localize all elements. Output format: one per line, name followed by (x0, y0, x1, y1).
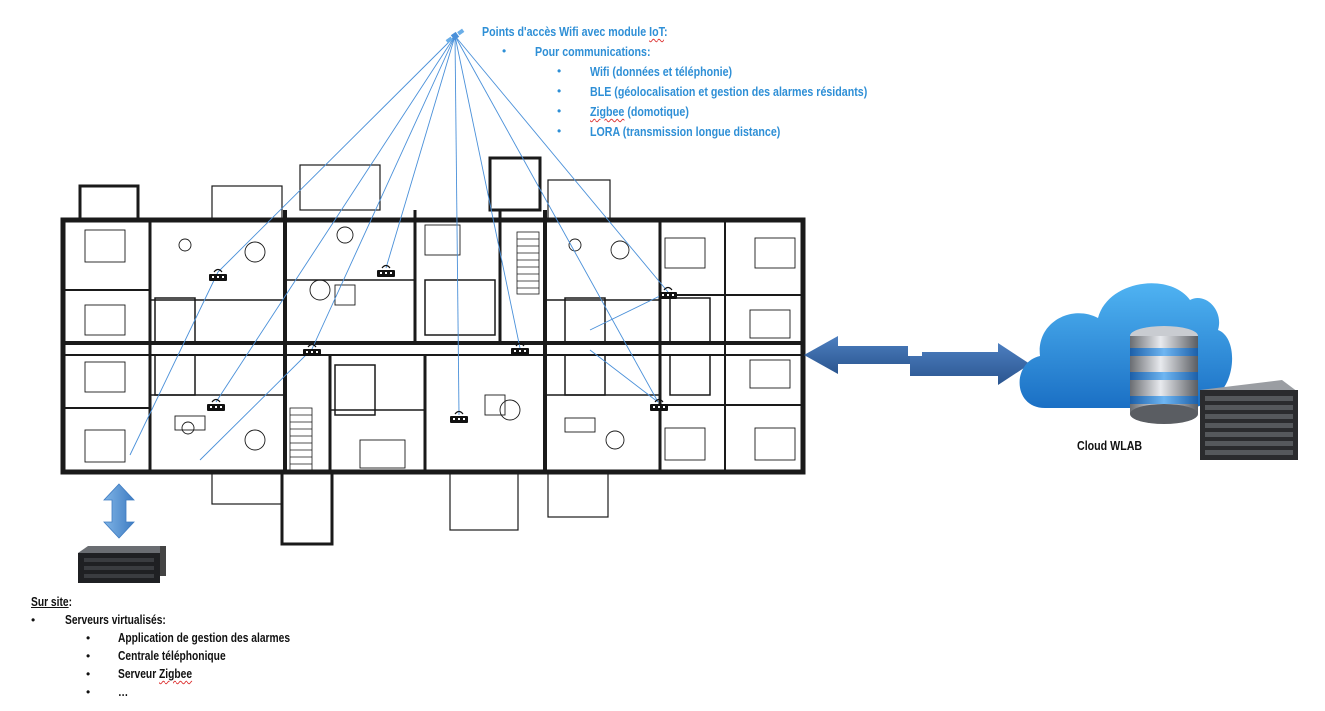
balcony (449, 471, 519, 531)
onsite-item-text: … (118, 685, 129, 699)
balcony (547, 471, 609, 518)
bullet-icon: • (557, 84, 562, 98)
balcony (488, 156, 542, 212)
building-floor-plan (60, 156, 806, 546)
database-icon (1130, 326, 1198, 424)
bullet-icon: • (502, 44, 507, 58)
onsite-title: Sur site: (31, 595, 72, 609)
protocol-name: Wifi (590, 64, 610, 79)
onsite-item-text: Centrale téléphonique (118, 649, 226, 663)
wifi-heading-iot: IoT (649, 24, 664, 39)
bullet-icon: • (31, 613, 36, 627)
server-icon (78, 546, 166, 583)
balcony (78, 184, 140, 222)
bullet-icon: • (86, 685, 91, 699)
server-rack-icon (1200, 380, 1298, 460)
onsite-item-text: Serveur (118, 667, 160, 681)
communications-label: Pour communications: (535, 44, 651, 59)
double-arrow-to-cloud (804, 336, 1030, 385)
wifi-router-icon (207, 264, 677, 423)
wifi-heading-colon: : (663, 24, 668, 39)
protocol-description: (données et téléphonie) (609, 64, 733, 79)
building-outer-wall (60, 217, 806, 475)
onsite-server-item: Serveur Zigbee (118, 667, 192, 681)
bullet-icon: • (86, 667, 91, 681)
bullet-icon: • (557, 64, 562, 78)
onsite-server-item: … (118, 685, 128, 699)
wifi-signal-lines (129, 35, 669, 461)
onsite-server-item: Centrale téléphonique (118, 649, 226, 663)
bullet-icon: • (86, 631, 91, 645)
balcony (211, 185, 283, 221)
onsite-item-text: Application de gestion des alarmes (118, 631, 291, 645)
balcony (299, 164, 381, 211)
onsite-title-colon: : (68, 595, 73, 609)
protocol-description: (domotique) (624, 104, 689, 119)
onsite-item-squiggle-text: Zigbee (159, 667, 193, 681)
double-arrow-to-server (103, 483, 135, 539)
protocol-description: (géolocalisation et gestion des alarmes … (611, 84, 868, 99)
protocol-description: (transmission longue distance) (619, 124, 781, 139)
balcony (211, 471, 283, 505)
protocol-name: BLE (590, 84, 612, 99)
protocol-item: BLE (géolocalisation et gestion des alar… (590, 84, 867, 99)
onsite-server-item: Application de gestion des alarmes (118, 631, 290, 645)
cloud-label: Cloud WLAB (1077, 438, 1143, 453)
onsite-title-text: Sur site (31, 595, 69, 609)
balcony (280, 470, 334, 546)
bullet-icon: • (86, 649, 91, 663)
satellite-icon (445, 28, 465, 44)
protocol-name: Zigbee (590, 104, 625, 119)
bullet-icon: • (557, 124, 562, 138)
protocol-item: Wifi (données et téléphonie) (590, 64, 732, 79)
wifi-heading-main: Points d'accès Wifi avec module (482, 24, 650, 39)
protocol-item: LORA (transmission longue distance) (590, 124, 780, 139)
bullet-icon: • (557, 104, 562, 118)
protocol-name: LORA (590, 124, 620, 139)
protocol-item: Zigbee (domotique) (590, 104, 689, 119)
balcony (547, 179, 611, 221)
servers-label: Serveurs virtualisés: (65, 613, 166, 627)
wifi-heading: Points d'accès Wifi avec module IoT: (482, 24, 668, 39)
